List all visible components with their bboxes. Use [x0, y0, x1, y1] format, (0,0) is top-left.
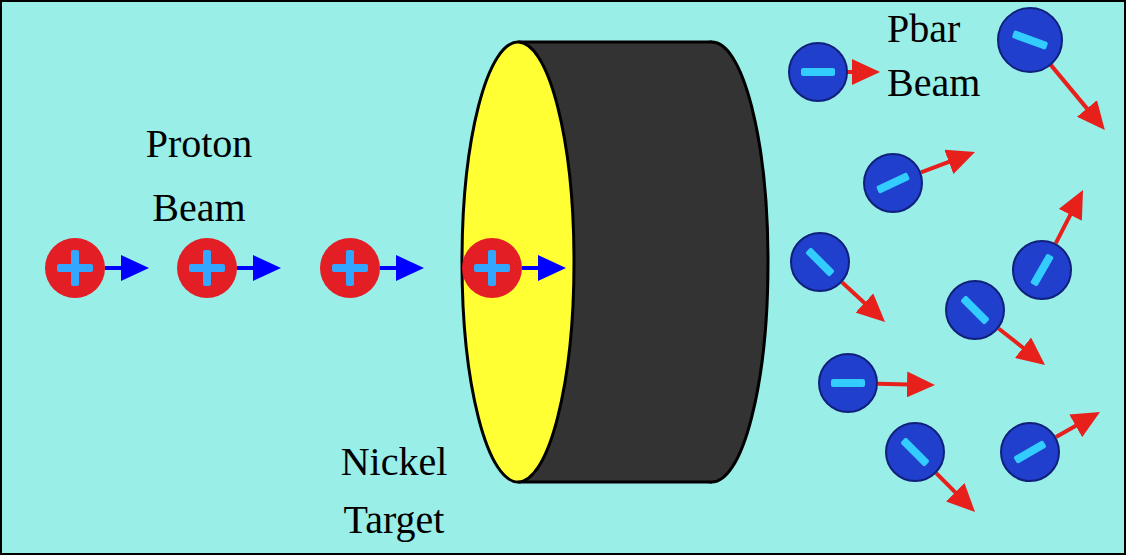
label-text: Proton Beam	[124, 112, 274, 240]
label-text: Nickel Target	[314, 433, 474, 549]
nickel-target	[462, 42, 768, 482]
label-text: Pbar Beam	[887, 2, 1007, 110]
proton-beam	[45, 238, 560, 298]
